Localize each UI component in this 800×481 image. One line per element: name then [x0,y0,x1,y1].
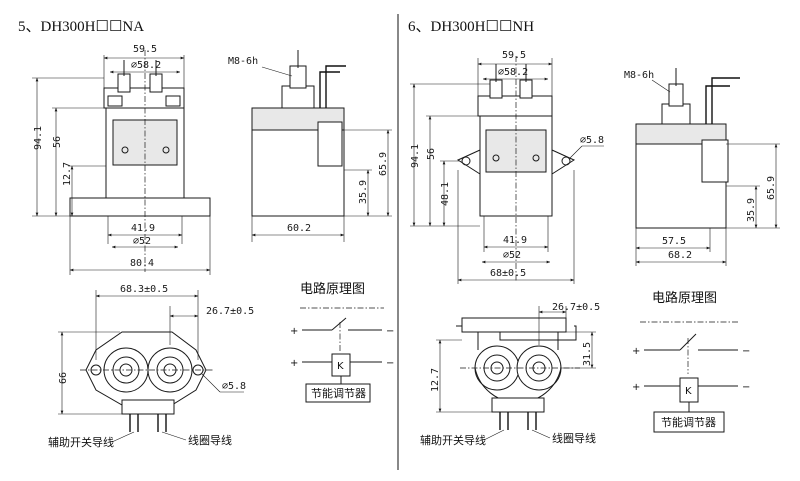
r-dim-height-mount: 48.1 [440,182,451,206]
dim-dia-top: ⌀58.2 [131,60,161,71]
right-minus-1: − [742,346,750,357]
r-side-depth-a: 57.5 [662,236,686,247]
dim-width-base: 80.4 [130,258,154,269]
bottom-hole: ⌀5.8 [222,381,246,392]
r-bottom-h-right: 31.5 [582,342,593,366]
dim-height-low: 12.7 [62,162,73,186]
left-minus-2: − [386,358,394,369]
bottom-span: 68.3±0.5 [120,284,168,295]
right-circuit-diagram: 电路原理图 + − + − K 节能调节器 [632,290,750,433]
dim-height-body: 56 [52,136,63,148]
r-side-h-low: 35.9 [746,198,757,222]
r-dim-hole-spacing: 41.9 [503,235,527,246]
left-coil-wire-label: 线圈导线 [188,433,232,447]
left-front-view: 59.5 ⌀58.2 94.1 56 12.7 41.9 ⌀52 80.4 [32,44,211,275]
left-aux-wire-label: 辅助开关导线 [48,435,114,449]
left-circuit-title: 电路原理图 [300,281,365,297]
r-bottom-h-left: 12.7 [430,368,441,392]
r-dim-height-body: 56 [426,148,437,160]
r-bottom-offset: 26.7±0.5 [552,302,600,313]
left-k-box: K [337,361,344,372]
dim-height-total: 94.1 [33,126,44,150]
right-plus-1: + [632,346,640,357]
right-minus-2: − [742,382,750,393]
left-plus-1: + [290,326,298,337]
dim-dia-base: ⌀52 [133,236,151,247]
right-coil-wire-label: 线圈导线 [552,431,596,445]
r-dim-hole: ⌀5.8 [580,135,604,146]
r-side-h-side: 65.9 [766,176,777,200]
r-dim-dia-top: ⌀58.2 [498,67,528,78]
right-aux-wire-label: 辅助开关导线 [420,433,486,447]
right-side-view: M8-6h 65.9 35.9 57.5 68.2 [624,68,780,266]
r-dim-dia-base: ⌀52 [503,250,521,261]
right-circuit-title: 电路原理图 [652,290,717,306]
right-k-box: K [685,386,692,397]
r-dim-width-top: 59.5 [502,50,526,61]
right-title: 6、DH300H☐☐NH [408,19,534,35]
r-dim-width-base: 68±0.5 [490,268,526,279]
side-h-low: 35.9 [358,180,369,204]
left-circuit-diagram: 电路原理图 + − + − K 节能调节器 [290,281,394,403]
dim-hole-spacing: 41.9 [131,223,155,234]
side-h-side: 65.9 [378,152,389,176]
dim-width-top: 59.5 [133,44,157,55]
side-thread: M8-6h [228,56,258,67]
r-side-depth-b: 68.2 [668,250,692,261]
r-dim-height-total: 94.1 [410,144,421,168]
left-bottom-view: 68.3±0.5 26.7±0.5 66 ⌀5.8 辅助开关导线 线圈导线 [48,284,254,449]
left-minus-1: − [386,326,394,337]
right-plus-2: + [632,382,640,393]
bottom-height: 66 [58,372,69,384]
left-side-view: M8-6h 65.9 35.9 60.2 [228,50,392,242]
right-front-view: 59.5 ⌀58.2 94.1 56 48.1 ⌀5.8 41.9 ⌀52 68… [410,50,604,284]
left-ctrl-label: 节能调节器 [311,386,366,400]
left-title: 5、DH300H☐☐NA [18,19,144,35]
bottom-offset: 26.7±0.5 [206,306,254,317]
right-bottom-view: 26.7±0.5 31.5 12.7 辅助开关导线 线圈导线 [420,302,600,447]
left-plus-2: + [290,358,298,369]
side-depth: 60.2 [287,223,311,234]
right-ctrl-label: 节能调节器 [661,415,716,429]
r-side-thread: M8-6h [624,70,654,81]
